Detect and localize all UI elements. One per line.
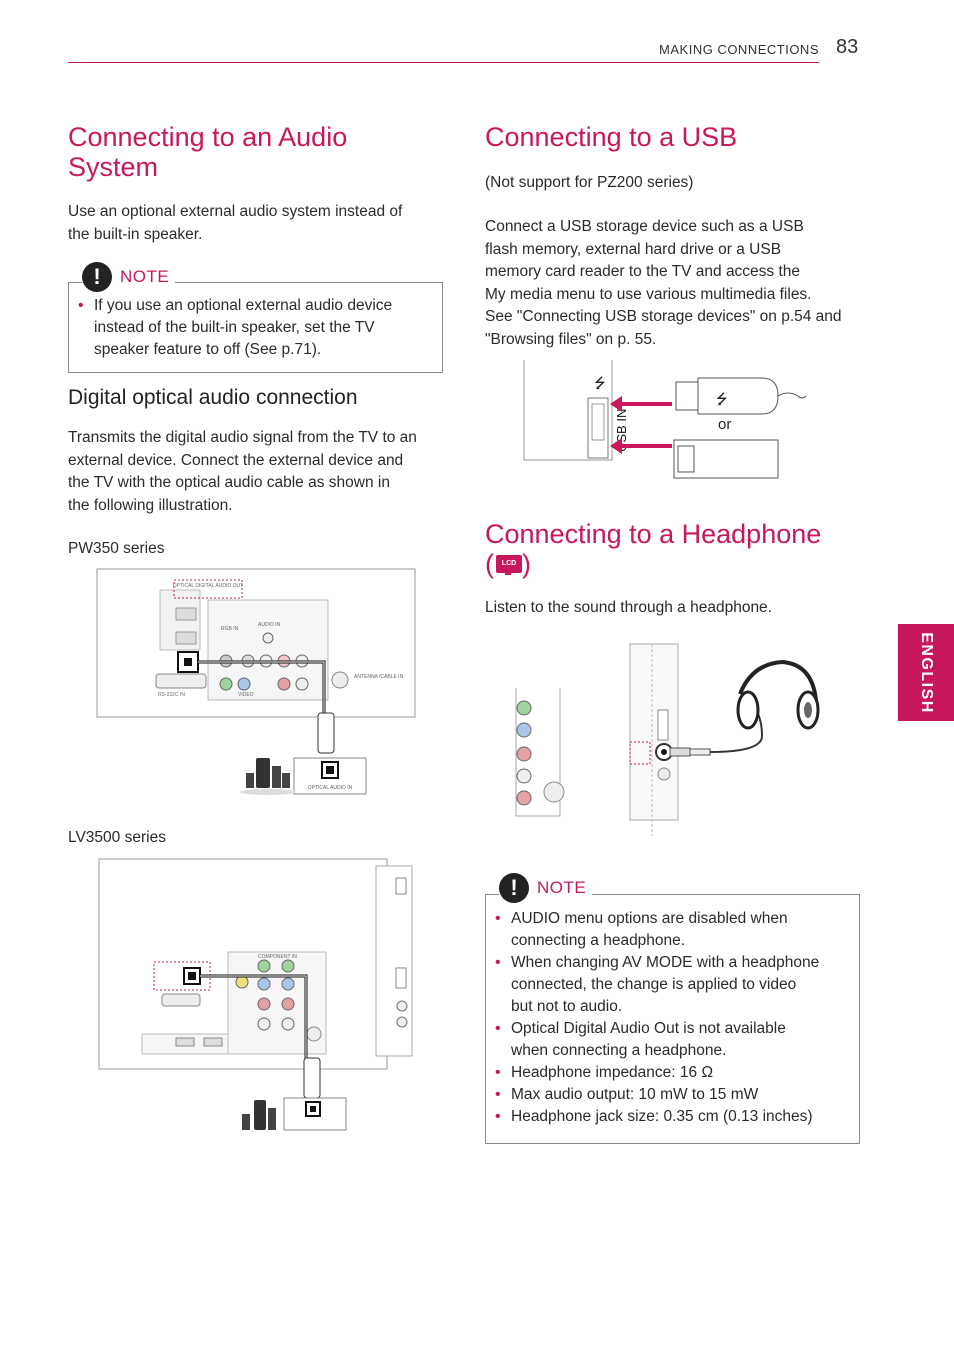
- usb-plug-icon: ⭍: [716, 391, 728, 407]
- note-text: connecting a headphone.: [511, 932, 686, 949]
- audio-note-item: If you use an optional external audio de…: [68, 295, 440, 361]
- note-text: but not to audio.: [511, 998, 623, 1015]
- usb-body-line1: Connect a USB storage device such as a U…: [485, 218, 804, 235]
- note-text: When changing AV MODE with a headphone: [511, 954, 820, 971]
- headphone-title-paren-open: (: [485, 549, 494, 579]
- video-label: VIDEO: [238, 692, 254, 698]
- note-text: connected, the change is applied to vide…: [511, 976, 797, 993]
- note-text: when connecting a headphone.: [511, 1042, 727, 1059]
- optical-out-label: OPTICAL DIGITAL AUDIO OUT: [173, 583, 243, 589]
- headphone-note-label: NOTE: [537, 878, 587, 897]
- rgb-in-label: RGB IN: [221, 626, 239, 632]
- headphone-note-header: ! NOTE: [499, 873, 593, 903]
- component-in-label: COMPONENT IN: [258, 954, 297, 960]
- usb-body-line5: See "Connecting USB storage devices" on …: [485, 308, 842, 325]
- audio-note-label: NOTE: [120, 267, 170, 286]
- note-text: Headphone jack size: 0.35 cm (0.13 inche…: [511, 1108, 813, 1125]
- note-text: Headphone impedance: 16 Ω: [511, 1064, 714, 1081]
- audio-note-line1: If you use an optional external audio de…: [94, 297, 393, 314]
- audio-note-line2: instead of the built-in speaker, set the…: [94, 319, 375, 336]
- usb-body-line4: My media menu to use various multimedia …: [485, 285, 812, 303]
- headphone-note-item: Optical Digital Audio Out is not availab…: [485, 1018, 857, 1062]
- usb-trident-icon: ⭍: [594, 375, 606, 391]
- usb-title: Connecting to a USB: [485, 122, 738, 152]
- lcd-badge: LCD: [496, 555, 522, 573]
- page-number: 83: [836, 36, 859, 58]
- headphone-title-paren-close: ): [522, 549, 531, 579]
- optical-body-line2: external device. Connect the external de…: [68, 451, 404, 469]
- lcd-tv-icon: LCD: [494, 553, 522, 575]
- usb-body: Connect a USB storage device such as a U…: [485, 216, 842, 351]
- language-tab: ENGLISH: [898, 624, 954, 721]
- audio-system-title-line2: System: [68, 152, 159, 182]
- usb-connection-diagram: ⭍ USB IN ⭍ or: [523, 360, 807, 479]
- usb-subtitle: (Not support for PZ200 series): [485, 174, 694, 191]
- audio-system-title-line1: Connecting to an Audio: [68, 122, 348, 152]
- headphone-title-line1: Connecting to a Headphone: [485, 519, 822, 549]
- optical-body-line1: Transmits the digital audio signal from …: [68, 429, 417, 446]
- headphone-intro: Listen to the sound through a headphone.: [485, 599, 772, 616]
- series-label-pw350: PW350 series: [68, 540, 165, 557]
- lv3500-connection-diagram: COMPONENT IN: [98, 858, 413, 1131]
- headphone-connection-diagram: [515, 643, 820, 836]
- rs232c-label: RS-232C IN: [158, 692, 185, 698]
- headphone-note-item: Headphone impedance: 16 Ω: [485, 1062, 857, 1084]
- exclamation-icon: !: [82, 262, 112, 292]
- usb-body-line6: "Browsing files" on p. 55.: [485, 330, 657, 348]
- headphone-note-item: AUDIO menu options are disabled when con…: [485, 908, 857, 952]
- headphone-note-item: Headphone jack size: 0.35 cm (0.13 inche…: [485, 1106, 857, 1128]
- optical-in-label: OPTICAL AUDIO IN: [308, 785, 353, 791]
- audio-system-title: Connecting to an Audio System: [68, 122, 347, 182]
- language-tab-label: ENGLISH: [918, 631, 935, 714]
- series-label-lv3500: LV3500 series: [68, 829, 166, 846]
- optical-heading: Digital optical audio connection: [68, 386, 358, 409]
- audio-system-intro-line2: the built-in speaker.: [68, 225, 203, 243]
- headphone-note-list: AUDIO menu options are disabled when con…: [485, 908, 857, 1128]
- usb-body-line3: memory card reader to the TV and access …: [485, 263, 801, 280]
- audio-note-header: ! NOTE: [82, 262, 176, 292]
- headphone-title: Connecting to a Headphone (LCD): [485, 519, 821, 579]
- optical-body-line4: the following illustration.: [68, 496, 233, 514]
- audio-system-intro: Use an optional external audio system in…: [68, 201, 402, 246]
- note-text: Max audio output: 10 mW to 15 mW: [511, 1086, 759, 1103]
- audio-note-list: If you use an optional external audio de…: [68, 295, 440, 361]
- audio-in-label: AUDIO IN: [258, 622, 281, 628]
- usb-body-line2: flash memory, external hard drive or a U…: [485, 240, 782, 258]
- exclamation-icon: !: [499, 873, 529, 903]
- running-header-section: MAKING CONNECTIONS: [659, 42, 819, 57]
- usb-or-label: or: [718, 416, 731, 433]
- audio-note-line3: speaker feature to off (See p.71).: [94, 341, 322, 358]
- headphone-note-item: When changing AV MODE with a headphone c…: [485, 952, 857, 1018]
- audio-system-intro-line1: Use an optional external audio system in…: [68, 203, 403, 220]
- antenna-label: ANTENNA /CABLE IN: [354, 674, 404, 680]
- pw350-connection-diagram: OPTICAL DIGITAL AUDIO OUT RGB IN AUDIO I…: [96, 568, 416, 795]
- note-text: AUDIO menu options are disabled when: [511, 910, 788, 927]
- optical-body: Transmits the digital audio signal from …: [68, 427, 417, 517]
- optical-body-line3: the TV with the optical audio cable as s…: [68, 474, 390, 491]
- header-rule: [68, 62, 819, 63]
- note-text: Optical Digital Audio Out is not availab…: [511, 1020, 786, 1037]
- headphone-note-item: Max audio output: 10 mW to 15 mW: [485, 1084, 857, 1106]
